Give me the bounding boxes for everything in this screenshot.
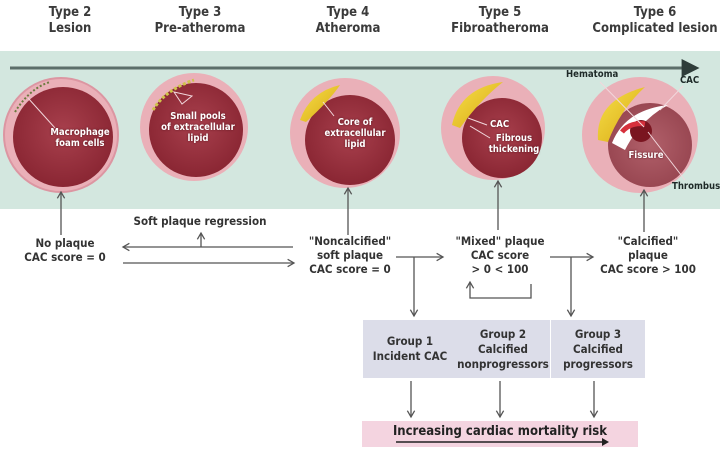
vessel-label-thrombus: Thrombus: [672, 181, 720, 192]
label-line: Group 2: [479, 326, 527, 341]
vessel-label-hematoma: Hematoma: [566, 69, 619, 80]
label-line: Group 1: [386, 334, 434, 348]
stage-header-type4: Type 4 Atheroma: [278, 5, 418, 37]
stage-header-type6: Type 6 Complicated lesion: [575, 5, 720, 37]
vessel-type4: [290, 78, 400, 188]
label-line: CAC score: [470, 248, 530, 262]
stage-type: Type 5: [478, 5, 522, 20]
risk-label: Increasing cardiac mortality risk: [392, 424, 608, 439]
label-line: Group 3: [574, 326, 622, 341]
label-line: of extracellular: [161, 122, 235, 133]
group-box-3: Group 3 Calcified progressors: [551, 320, 645, 378]
label-line: Fibrous: [495, 133, 533, 144]
label-line: thickening: [488, 144, 540, 155]
stage-name: Fibroatheroma: [451, 21, 549, 36]
state-no-plaque: No plaque CAC score = 0: [20, 236, 110, 264]
label-line: No plaque: [35, 236, 95, 250]
mortality-risk-bar: Increasing cardiac mortality risk: [362, 421, 638, 447]
label-line: "Mixed" plaque: [455, 234, 545, 248]
label-line: plaque: [628, 248, 668, 262]
state-noncalcified: "Noncalcified" soft plaque CAC score = 0: [300, 234, 400, 276]
label-line: Core of: [337, 117, 373, 128]
label-line: extracellular: [324, 128, 386, 139]
label-line: Incident CAC: [372, 349, 448, 363]
stage-type: Type 6: [633, 5, 677, 20]
stage-type: Type 3: [178, 5, 222, 20]
stage-header-type3: Type 3 Pre-atheroma: [130, 5, 270, 37]
stage-name: Complicated lesion: [592, 21, 718, 36]
label-line: lipid: [344, 139, 366, 150]
label-line: CAC score = 0: [309, 262, 391, 276]
label-line: > 0 < 100: [471, 262, 529, 276]
vessel-type3: [140, 73, 248, 181]
label-line: "Noncalcified": [308, 234, 392, 248]
label-line: Small pools: [170, 111, 226, 122]
label-line: foam cells: [55, 138, 105, 149]
vessel-label-small-pools: Small pools of extracellular lipid: [155, 111, 241, 144]
stage-name: Atheroma: [315, 21, 381, 36]
stage-header-type2: Type 2 Lesion: [0, 5, 140, 37]
stage-header-type5: Type 5 Fibroatheroma: [430, 5, 570, 37]
vessel-label-fibrous: Fibrous thickening: [484, 133, 544, 155]
label-line: progressors: [563, 356, 633, 371]
vessel-type6: [582, 77, 698, 193]
label-line: lipid: [187, 133, 209, 144]
stage-name: Lesion: [48, 21, 92, 36]
label-line: CAC score > 100: [600, 262, 696, 276]
label-line: Macrophage: [50, 127, 110, 138]
stage-name: Pre-atheroma: [154, 21, 246, 36]
label-line: Calcified: [478, 341, 528, 356]
vessel-label-cac-type6: CAC: [680, 75, 700, 86]
stage-type: Type 4: [326, 5, 370, 20]
group-box-2: Group 2 Calcified nonprogressors: [456, 320, 550, 378]
label-line: Calcified: [573, 341, 623, 356]
stage-type: Type 2: [48, 5, 92, 20]
vessel-label-macrophage: Macrophage foam cells: [40, 127, 120, 149]
vessel-type2: [3, 77, 119, 193]
vessel-type5: [441, 76, 545, 180]
label-line: "Calcified": [617, 234, 679, 248]
mixed-loop-arrow: [465, 280, 532, 299]
state-mixed: "Mixed" plaque CAC score > 0 < 100: [450, 234, 550, 276]
vessel-label-cac-type5: CAC: [490, 119, 510, 130]
state-calcified: "Calcified" plaque CAC score > 100: [598, 234, 698, 276]
group-box-1: Group 1 Incident CAC: [363, 320, 457, 378]
label-line: soft plaque: [316, 248, 384, 262]
risk-arrow: [396, 438, 609, 446]
vessel-label-fissure: Fissure: [628, 150, 664, 161]
regression-label: Soft plaque regression: [133, 214, 267, 228]
vessel-label-core-lipid: Core of extracellular lipid: [320, 117, 390, 150]
label-line: nonprogressors: [457, 356, 549, 371]
label-line: CAC score = 0: [24, 250, 106, 264]
